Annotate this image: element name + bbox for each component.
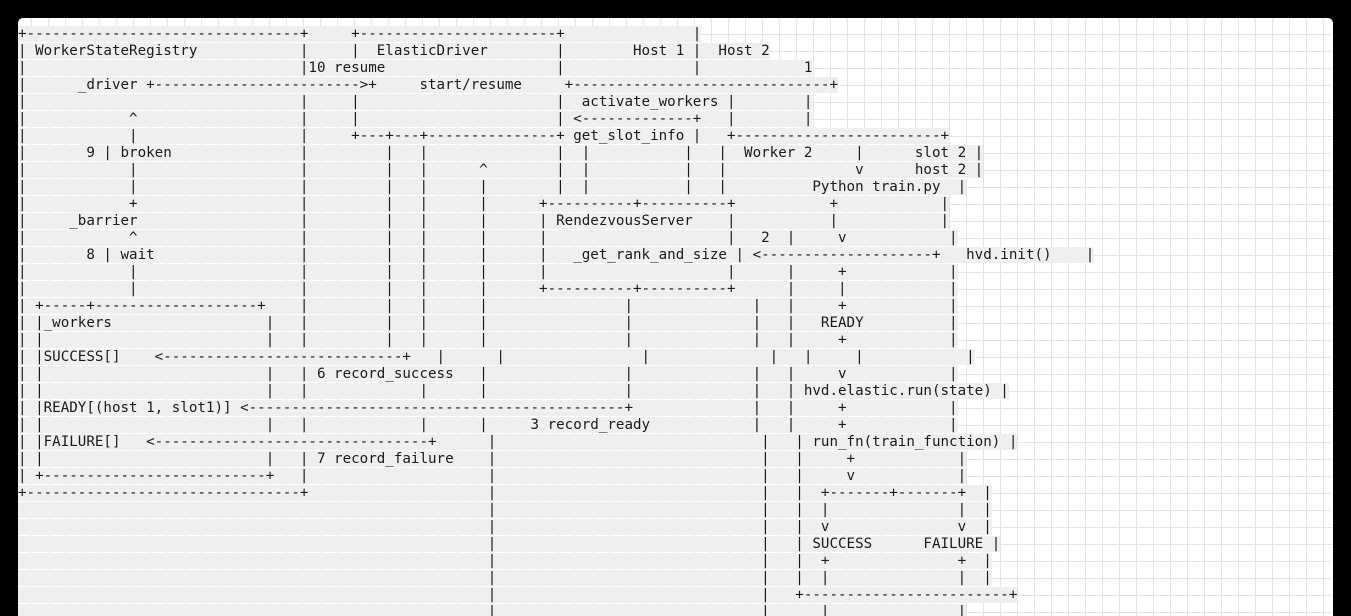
diagram-canvas: +--------------------------------+ +----… [18,18,1333,616]
diagram-line-text: | | | | | | [18,570,992,586]
diagram-line: | ^ | | | | | | 2 | v | [18,230,958,247]
diagram-line: | + | | | | +----------+----------+ + | [18,196,950,213]
diagram-line: | +-----+-------------------+ | | | | | … [18,298,958,315]
diagram-line: | | | | | ^ | | | | v host 2 | [18,162,984,179]
diagram-line: | | | + + | [18,553,992,570]
diagram-line-text: | ^ | | | <-------------+ | | [18,111,813,127]
diagram-line-text: | | | | | | | | | + | [18,264,958,280]
diagram-line-text: | _driver +------------------------>+ st… [18,77,838,93]
diagram-line: | | | | [18,604,967,616]
diagram-line: | |FAILURE[] <--------------------------… [18,434,1018,451]
diagram-line-text: | WorkerStateRegistry | | ElasticDriver … [18,43,770,59]
diagram-line: | |10 resume | | 1 [18,60,813,77]
diagram-line: | |READY[(host 1, slot1)] <-------------… [18,400,958,417]
diagram-line: | | | | | | | | | | Python train.py | [18,179,967,196]
diagram-line-text: | +-----+-------------------+ | | | | | … [18,298,958,314]
diagram-line: | WorkerStateRegistry | | ElasticDriver … [18,43,770,60]
diagram-line: | | | | 6 record_success | | | | v | [18,366,958,383]
diagram-line-text: | +--------------------------+ | | | | v… [18,468,967,484]
diagram-line-text: | | | | | | [18,502,992,518]
diagram-line-text: | |10 resume | | 1 [18,60,813,76]
diagram-line: | | | | | | 3 record_ready | | + | [18,417,958,434]
diagram-line: | | | | | | | | | + | [18,264,958,281]
diagram-line-text: | | | | | | | | | | Python train.py | [18,179,967,195]
diagram-line-text: | | | | | | | | | | + | [18,332,958,348]
diagram-line-text: | |SUCCESS[] <--------------------------… [18,349,975,365]
diagram-line-text: +--------------------------------+ +----… [18,26,702,42]
ascii-architecture-diagram: +--------------------------------+ +----… [18,18,1333,616]
diagram-line: | | | | activate_workers | | [18,94,813,111]
diagram-line: | | | | | | [18,570,992,587]
diagram-line: | | | +---+---+---------------+ get_slot… [18,128,950,145]
diagram-line: | | +------------------------+ [18,587,1018,604]
diagram-line-text: | | | | | ^ | | | | v host 2 | [18,162,984,178]
diagram-line: | | | | | | +----------+----------+ | | … [18,281,958,298]
diagram-line: | | | | | | | | | | + | [18,332,958,349]
diagram-line-text: | | | v v | [18,519,992,535]
diagram-line: | ^ | | | <-------------+ | | [18,111,813,128]
diagram-line-text: | | | +---+---+---------------+ get_slot… [18,128,950,144]
diagram-line-text: | | | | 6 record_success | | | | v | [18,366,958,382]
diagram-line: | _barrier | | | | | RendezvousServer | … [18,213,950,230]
diagram-line: | | | v v | [18,519,992,536]
diagram-line: +--------------------------------+ +----… [18,26,702,43]
diagram-line: | _driver +------------------------>+ st… [18,77,838,94]
diagram-line-text: | | | | | | | | | hvd.elastic.run(state)… [18,383,1009,399]
diagram-line: +--------------------------------+ | | |… [18,485,992,502]
diagram-line: | |_workers | | | | | | | | READY | [18,315,958,332]
diagram-line: | | | | | | [18,502,992,519]
diagram-line-text: | 8 | wait | | | | | _get_rank_and_size … [18,247,1095,263]
diagram-line-text: | | | | | | 3 record_ready | | + | [18,417,958,433]
diagram-line-text: | | | SUCCESS FAILURE | [18,536,1001,552]
diagram-line-text: | | | | 7 record_failure | | | + | [18,451,967,467]
diagram-line: | | | | | | | | | hvd.elastic.run(state)… [18,383,1009,400]
diagram-line-text: | ^ | | | | | | 2 | v | [18,230,958,246]
diagram-line-text: | |_workers | | | | | | | | READY | [18,315,958,331]
diagram-line: | | | SUCCESS FAILURE | [18,536,1001,553]
diagram-line: | 9 | broken | | | | | | | Worker 2 | sl… [18,145,984,162]
diagram-line: | 8 | wait | | | | | _get_rank_and_size … [18,247,1095,264]
diagram-line: | +--------------------------+ | | | | v… [18,468,967,485]
diagram-line-text: | | | | activate_workers | | [18,94,813,110]
diagram-line-text: | | | + + | [18,553,992,569]
diagram-line: | | | | 7 record_failure | | | + | [18,451,967,468]
diagram-line-text: | _barrier | | | | | RendezvousServer | … [18,213,950,229]
diagram-line-text: | |FAILURE[] <--------------------------… [18,434,1018,450]
diagram-line-text: | | +------------------------+ [18,587,1018,603]
diagram-line-text: | | | | [18,604,967,616]
diagram-line-text: | |READY[(host 1, slot1)] <-------------… [18,400,958,416]
diagram-line-text: | | | | | | +----------+----------+ | | … [18,281,958,297]
diagram-line-text: +--------------------------------+ | | |… [18,485,992,501]
diagram-line-text: | + | | | | +----------+----------+ + | [18,196,950,212]
diagram-line: | |SUCCESS[] <--------------------------… [18,349,975,366]
diagram-line-text: | 9 | broken | | | | | | | Worker 2 | sl… [18,145,984,161]
